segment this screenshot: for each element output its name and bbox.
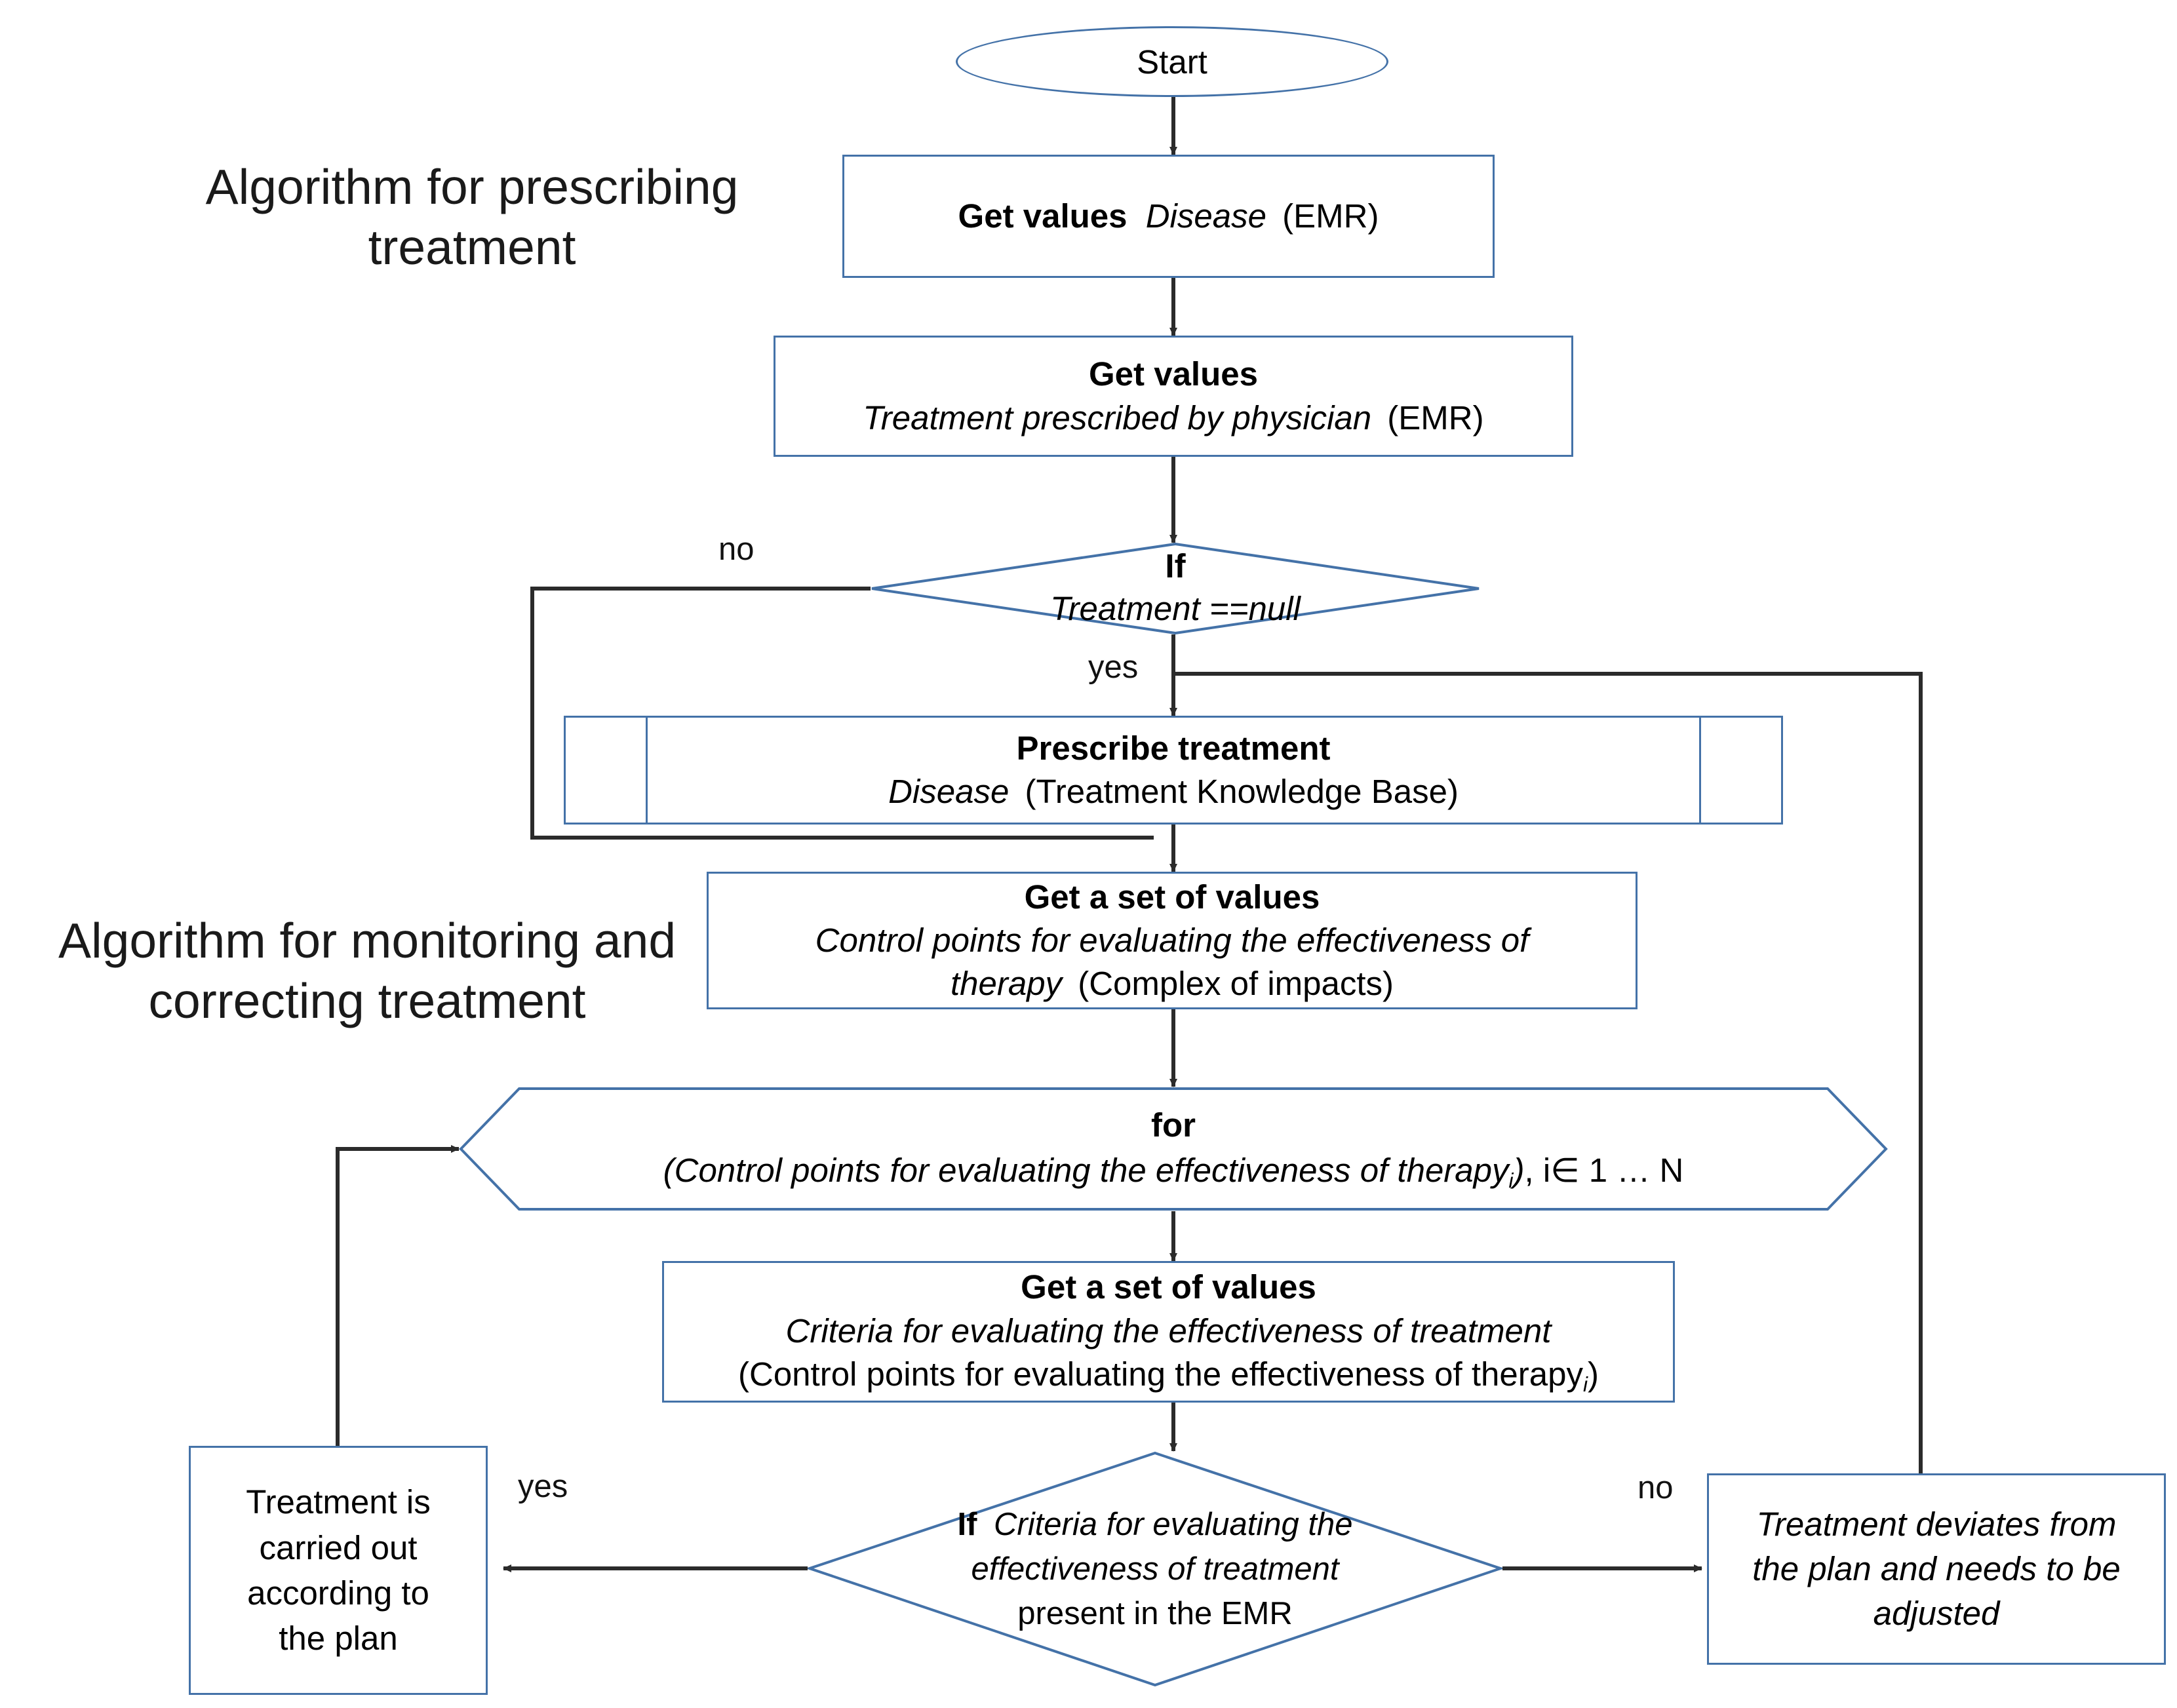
node-if-criteria-present[interactable]: If Criteria for evaluating the effective… bbox=[805, 1451, 1505, 1687]
node-start[interactable]: Start bbox=[956, 26, 1388, 97]
treatment-deviates-line3: adjusted bbox=[1873, 1595, 2000, 1633]
control-points-line2: Control points for evaluating the effect… bbox=[815, 921, 1529, 959]
prescribe-line2-plain: (Treatment Knowledge Base) bbox=[1025, 773, 1459, 810]
prescribe-line1: Prescribe treatment bbox=[1016, 729, 1331, 767]
criteria-line3: (Control points for evaluating the effec… bbox=[738, 1355, 1599, 1396]
section-title-prescribing-line1: Algorithm for prescribing bbox=[205, 159, 739, 214]
prescribe-right-bar bbox=[1699, 718, 1701, 823]
prescribe-line2-italic: Disease bbox=[888, 773, 1010, 810]
get-disease-plain: (EMR) bbox=[1282, 197, 1379, 235]
criteria-line2: Criteria for evaluating the effectivenes… bbox=[785, 1311, 1552, 1349]
criteria-line1: Get a set of values bbox=[1021, 1268, 1316, 1306]
if-criteria-line3: present in the EMR bbox=[1017, 1596, 1293, 1631]
treatment-ok-line1: Treatment is bbox=[246, 1483, 431, 1521]
node-treatment-carried-out[interactable]: Treatment is carried out according to th… bbox=[189, 1446, 488, 1695]
for-loop-line2: (Control points for evaluating the effec… bbox=[663, 1151, 1684, 1193]
treatment-ok-line2: carried out bbox=[259, 1528, 418, 1566]
node-get-values-disease[interactable]: Get values Disease (EMR) bbox=[842, 155, 1495, 278]
control-points-line3-italic: therapy bbox=[950, 965, 1063, 1003]
node-get-values-treatment-prescribed[interactable]: Get values Treatment prescribed by physi… bbox=[774, 336, 1573, 457]
section-title-monitoring: Algorithm for monitoring and correcting … bbox=[20, 911, 715, 1042]
if-criteria-line1: If Criteria for evaluating the bbox=[957, 1506, 1352, 1543]
criteria-subscript: i bbox=[1582, 1372, 1588, 1396]
node-get-control-points[interactable]: Get a set of values Control points for e… bbox=[707, 872, 1638, 1009]
if-treatment-null-shape bbox=[871, 542, 1480, 635]
node-if-treatment-null[interactable]: If Treatment ==null bbox=[871, 542, 1480, 635]
control-points-line1: Get a set of values bbox=[1024, 878, 1320, 916]
section-title-monitoring-line2: correcting treatment bbox=[148, 973, 586, 1028]
for-loop-line2-a: (Control points for evaluating the effec… bbox=[663, 1151, 1509, 1189]
treatment-ok-line3: according to bbox=[247, 1574, 429, 1612]
criteria-line3-a: (Control points for evaluating the effec… bbox=[738, 1355, 1583, 1393]
get-treatment-line1: Get values bbox=[1089, 355, 1258, 393]
edge-label-if-criteria-no: no bbox=[1638, 1470, 1674, 1505]
get-disease-bold: Get values bbox=[958, 197, 1128, 235]
node-for-loop[interactable]: for (Control points for evaluating the e… bbox=[459, 1087, 1888, 1211]
if-criteria-if: If bbox=[957, 1507, 977, 1542]
section-title-monitoring-line1: Algorithm for monitoring and bbox=[58, 913, 677, 968]
for-loop-line1: for bbox=[1151, 1106, 1196, 1144]
for-loop-line2-b: ) bbox=[1513, 1151, 1525, 1189]
for-loop-shape bbox=[459, 1087, 1888, 1211]
if-null-line2: Treatment ==null bbox=[1050, 590, 1301, 627]
treatment-deviates-line1: Treatment deviates from bbox=[1756, 1505, 2117, 1543]
node-prescribe-treatment[interactable]: Prescribe treatment Disease (Treatment K… bbox=[564, 716, 1783, 825]
node-start-label: Start bbox=[1137, 43, 1207, 81]
section-title-prescribing-line2: treatment bbox=[368, 219, 576, 275]
treatment-deviates-line2: the plan and needs to be bbox=[1752, 1549, 2121, 1587]
if-criteria-line2: effectiveness of treatment bbox=[971, 1551, 1339, 1587]
for-loop-line2-plain: , i∈ 1 … N bbox=[1524, 1151, 1684, 1189]
get-treatment-line2-italic: Treatment prescribed by physician bbox=[863, 398, 1372, 437]
if-criteria-shape bbox=[805, 1451, 1505, 1687]
node-get-criteria[interactable]: Get a set of values Criteria for evaluat… bbox=[662, 1261, 1675, 1403]
treatment-ok-line4: the plan bbox=[279, 1620, 398, 1658]
edge-label-if-criteria-yes: yes bbox=[518, 1469, 568, 1504]
node-treatment-deviates[interactable]: Treatment deviates from the plan and nee… bbox=[1707, 1473, 2166, 1665]
section-title-prescribing: Algorithm for prescribing treatment bbox=[138, 157, 806, 288]
prescribe-left-bar bbox=[646, 718, 648, 823]
edge-label-if-null-no: no bbox=[718, 532, 755, 567]
if-null-line1: If bbox=[1165, 547, 1186, 585]
criteria-line3-b: ) bbox=[1588, 1355, 1599, 1393]
get-disease-italic: Disease bbox=[1145, 197, 1266, 235]
get-treatment-line2-plain: (EMR) bbox=[1387, 398, 1484, 437]
control-points-line3-plain: (Complex of impacts) bbox=[1078, 965, 1394, 1003]
edge-treatment-ok-loop-back bbox=[336, 1145, 460, 1446]
edge-label-if-null-yes: yes bbox=[1088, 650, 1139, 685]
for-loop-subscript: i bbox=[1508, 1168, 1514, 1192]
if-criteria-line1-italic: Criteria for evaluating the bbox=[994, 1507, 1353, 1542]
